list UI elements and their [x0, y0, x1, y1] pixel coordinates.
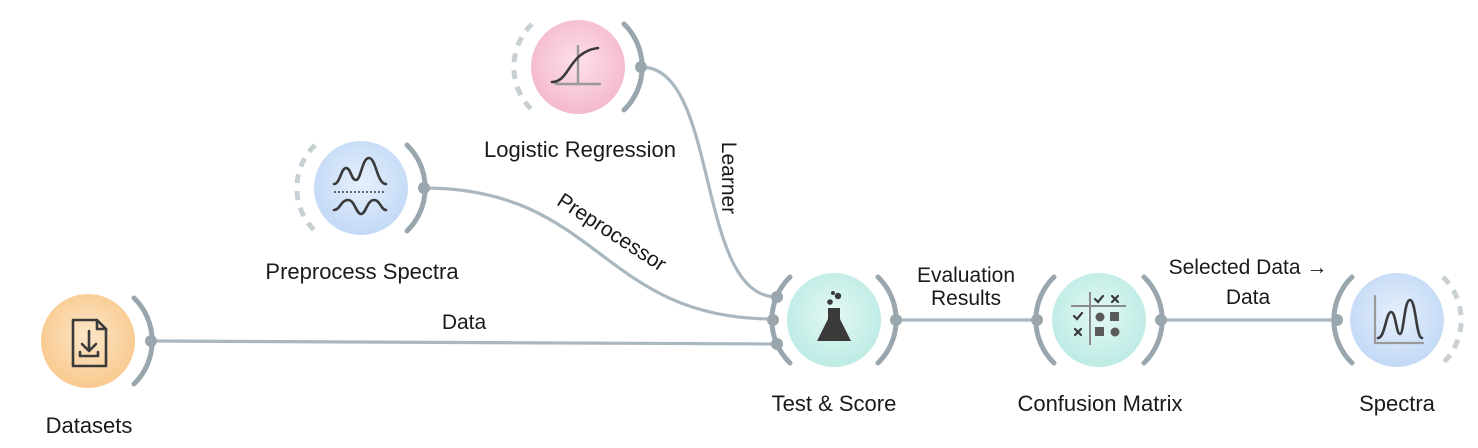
node-datasets[interactable]: Datasets — [41, 294, 157, 438]
node-preprocess-spectra[interactable]: Preprocess Spectra — [265, 141, 459, 284]
node-label-logistic-regression: Logistic Regression — [484, 137, 676, 162]
matrix-icon — [1071, 292, 1126, 345]
sigmoid-curve-icon — [550, 44, 602, 86]
output-anchor[interactable] — [635, 61, 647, 73]
link-label-results: Results — [931, 287, 1001, 310]
input-bracket — [294, 143, 317, 233]
input-bracket — [511, 22, 534, 112]
link-label-data-input: Data — [1226, 286, 1271, 309]
output-anchor[interactable] — [418, 182, 430, 194]
output-anchor[interactable] — [145, 335, 157, 347]
spectra-peaks-icon — [1373, 294, 1425, 345]
input-anchor[interactable] — [1031, 314, 1043, 326]
node-label-confusion-matrix: Confusion Matrix — [1017, 391, 1182, 416]
link-preprocessor[interactable] — [423, 186, 774, 321]
input-anchor-learner[interactable] — [771, 291, 783, 303]
output-anchor[interactable] — [1155, 314, 1167, 326]
input-anchor[interactable] — [1331, 314, 1343, 326]
link-label-data: Data — [442, 311, 487, 334]
node-confusion-matrix[interactable]: Confusion Matrix — [1017, 273, 1183, 416]
link-data[interactable] — [150, 339, 777, 346]
node-logistic-regression[interactable]: Logistic Regression — [484, 20, 676, 162]
output-anchor[interactable] — [890, 314, 902, 326]
input-anchor-data[interactable] — [771, 338, 783, 350]
node-test-score[interactable]: Test & Score — [767, 273, 902, 416]
flask-icon — [817, 291, 851, 341]
file-download-icon — [71, 318, 108, 368]
link-label-evaluation: Evaluation — [917, 264, 1015, 287]
node-label-spectra: Spectra — [1359, 391, 1436, 416]
output-bracket — [1441, 275, 1464, 365]
link-label-learner: Learner — [717, 142, 740, 214]
input-anchor-preprocessor[interactable] — [767, 314, 779, 326]
link-label-selected-data: Selected Data → — [1169, 256, 1328, 279]
link-learner[interactable] — [640, 65, 778, 299]
node-label-test-score: Test & Score — [772, 391, 897, 416]
spectra-preprocess-icon — [332, 156, 388, 216]
node-spectra[interactable]: Spectra — [1331, 273, 1464, 416]
node-label-preprocess-spectra: Preprocess Spectra — [265, 259, 459, 284]
node-label-datasets: Datasets — [46, 413, 133, 438]
